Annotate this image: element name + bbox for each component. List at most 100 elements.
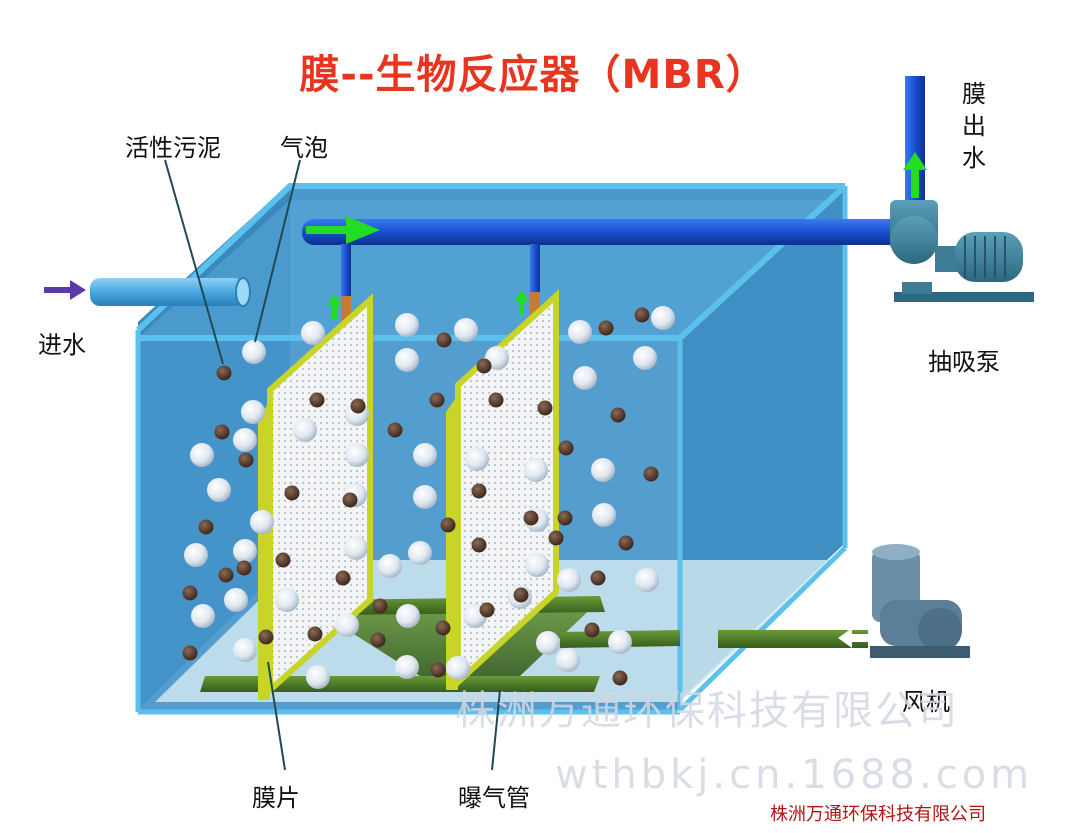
flow-arrow-icon <box>306 216 380 244</box>
tank-edge <box>678 546 847 712</box>
outlet-up-arrow-icon <box>903 152 927 198</box>
air-bubble <box>525 553 549 577</box>
suction-pump-icon <box>890 200 1034 302</box>
membrane-riser-1 <box>341 244 351 300</box>
air-bubble <box>335 613 359 637</box>
company-footer: 株洲万通环保科技有限公司 <box>770 804 986 825</box>
label-air-bubble: 气泡 <box>280 134 328 162</box>
sludge-particle <box>598 320 614 336</box>
sludge-particle <box>643 466 659 482</box>
leader-aeration <box>491 689 501 771</box>
sludge-particle <box>216 365 232 381</box>
sludge-particle <box>387 422 403 438</box>
air-bubble <box>396 604 420 628</box>
sludge-particle <box>558 440 574 456</box>
sludge-particle <box>584 622 600 638</box>
leader-bubble <box>254 159 301 343</box>
label-suction-pump: 抽吸泵 <box>928 348 1000 376</box>
sludge-particle <box>284 485 300 501</box>
air-bubble <box>301 321 325 345</box>
sludge-particle <box>275 552 291 568</box>
sludge-particle <box>429 392 445 408</box>
diagram-title: 膜--生物反应器（MBR） <box>299 52 767 98</box>
inlet-pipe-group <box>44 277 251 307</box>
label-inlet: 进水 <box>38 331 86 359</box>
air-bubble <box>556 648 580 672</box>
air-bubble <box>651 306 675 330</box>
label-activated-sludge: 活性污泥 <box>125 134 221 162</box>
sludge-particles <box>182 307 659 686</box>
sludge-particle <box>488 392 504 408</box>
membrane-sheet-2 <box>446 289 559 690</box>
sludge-particle <box>537 400 553 416</box>
watermark-site: wthbkj.cn.1688.com <box>555 752 1034 798</box>
riser-coupling-1 <box>341 296 351 322</box>
air-bubble <box>233 638 257 662</box>
leader-lines <box>164 159 501 771</box>
sludge-particle <box>436 332 452 348</box>
air-bubble <box>465 447 489 471</box>
air-bubble <box>591 458 615 482</box>
air-bubble <box>395 655 419 679</box>
air-bubble <box>207 478 231 502</box>
inlet-pipe <box>90 278 244 306</box>
sludge-particle <box>557 510 573 526</box>
sludge-particle <box>471 537 487 553</box>
air-bubble <box>536 631 560 655</box>
sludge-particle <box>309 392 325 408</box>
air-bubble <box>557 568 581 592</box>
sludge-particle <box>590 570 606 586</box>
sludge-particle <box>523 510 539 526</box>
sludge-particle <box>435 620 451 636</box>
air-bubble <box>573 366 597 390</box>
air-bubble <box>568 320 592 344</box>
air-bubble <box>446 656 470 680</box>
air-bubble <box>344 536 368 560</box>
air-arrow-icon <box>838 628 870 648</box>
sludge-particle <box>372 598 388 614</box>
air-bubble <box>190 443 214 467</box>
air-bubble <box>345 443 369 467</box>
air-bubble <box>233 539 257 563</box>
air-bubble <box>233 428 257 452</box>
air-bubble <box>184 543 208 567</box>
sludge-particle <box>471 483 487 499</box>
watermark-company: 株洲万通环保科技有限公司 <box>455 688 959 734</box>
air-bubble <box>454 318 478 342</box>
sludge-particle <box>214 424 230 440</box>
air-bubble <box>635 568 659 592</box>
air-bubble <box>242 340 266 364</box>
inlet-arrow-icon <box>44 280 86 300</box>
sludge-particle <box>236 560 252 576</box>
sludge-particle <box>182 585 198 601</box>
sludge-particle <box>238 452 254 468</box>
sludge-particle <box>182 645 198 661</box>
label-aeration-pipe: 曝气管 <box>458 784 530 812</box>
air-bubble <box>224 588 248 612</box>
blower-icon <box>838 544 970 658</box>
air-bubble <box>413 485 437 509</box>
sludge-particle <box>610 407 626 423</box>
sludge-particle <box>479 602 495 618</box>
sludge-particle <box>307 626 323 642</box>
inlet-pipe-end <box>235 277 251 307</box>
effluent-outlet-pipe <box>905 76 925 220</box>
air-bubble <box>241 400 265 424</box>
sludge-particle <box>440 517 456 533</box>
sludge-particle <box>612 670 628 686</box>
air-bubble <box>378 554 402 578</box>
sludge-particle <box>335 570 351 586</box>
sludge-particle <box>218 567 234 583</box>
air-bubble <box>191 604 215 628</box>
sludge-particle <box>634 307 650 323</box>
up-arrow-icon <box>514 290 529 316</box>
aeration-pipe <box>200 676 600 692</box>
sludge-particle <box>350 398 366 414</box>
air-bubble <box>524 458 548 482</box>
air-bubble <box>395 313 419 337</box>
riser-coupling-2 <box>530 292 540 318</box>
leader-sludge <box>164 159 224 365</box>
air-bubble <box>306 665 330 689</box>
air-bubble <box>293 418 317 442</box>
